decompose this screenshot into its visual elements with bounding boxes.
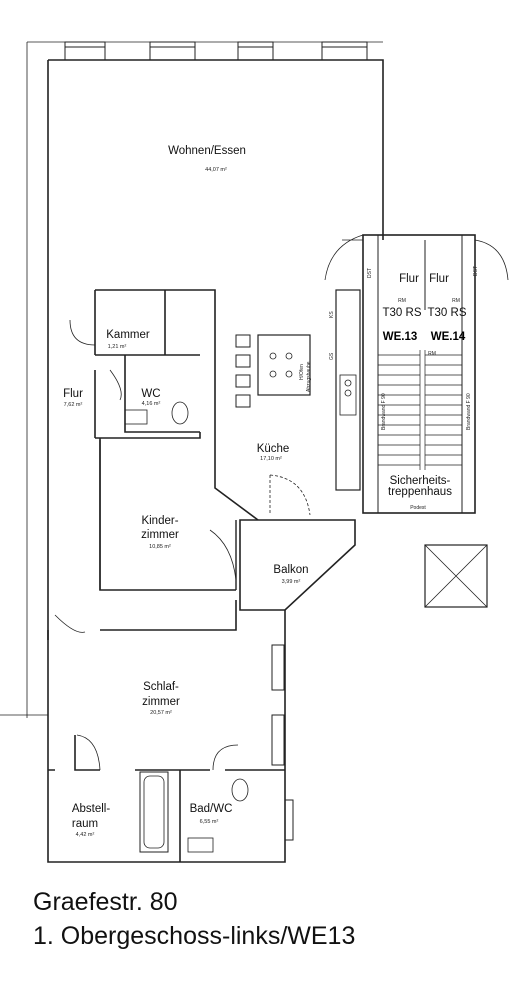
- stair-rm-right: RM: [452, 298, 460, 304]
- kitchen-counter: [335, 289, 361, 491]
- room-flur-name: Flur: [63, 388, 83, 400]
- kitchen-ks: KS: [329, 311, 335, 318]
- stair-door-left: [324, 234, 364, 281]
- stairwell-inner: [377, 235, 463, 513]
- room-kammer-area: 1,21 m²: [108, 344, 127, 350]
- room-kueche-area: 17,10 m²: [260, 456, 282, 462]
- wc-sink: [124, 409, 148, 425]
- stair-brandwand-right: Brandwand F 90: [466, 393, 472, 430]
- outside-platform: [424, 544, 488, 608]
- top-windows: [64, 41, 368, 61]
- stair-name-1: Sicherheits-: [390, 475, 451, 487]
- flur-door: [109, 369, 122, 401]
- kueche-door: [269, 474, 311, 516]
- room-bad-area: 6,55 m²: [200, 819, 219, 825]
- wc-divider: [124, 370, 200, 433]
- kitchen-oven: H/Ofen: [299, 364, 305, 380]
- footer-address: Graefestr. 80: [33, 888, 178, 916]
- stair-t30-right: T30 RS: [428, 307, 467, 319]
- bathtub: [139, 771, 169, 853]
- room-abstell-name-2: raum: [72, 818, 98, 830]
- stair-rm-left: RM: [398, 298, 406, 304]
- room-kinder-name-1: Kinder-: [141, 515, 178, 527]
- schlaf-door: [54, 614, 86, 633]
- stair-we-left: WE.13: [383, 331, 418, 343]
- bad-toilet: [231, 778, 249, 802]
- kammer-walls: [94, 289, 259, 521]
- stool-2: [235, 354, 251, 368]
- stool-1: [235, 334, 251, 348]
- schlaf-wall-top: [47, 600, 237, 640]
- room-schlaf-name-1: Schlaf-: [143, 681, 179, 693]
- stool-3: [235, 374, 251, 388]
- stair-name-2: treppenhaus: [388, 486, 452, 498]
- bad-window: [284, 799, 294, 841]
- stairwell-outer: [362, 234, 476, 514]
- outer-wall: [47, 60, 286, 863]
- flur-wc-walls: [94, 355, 236, 591]
- room-abstell-name-1: Abstell-: [72, 803, 111, 815]
- stair-flur-left: Flur: [399, 273, 419, 285]
- stair-t30-left: T30 RS: [383, 307, 422, 319]
- bad-sink: [187, 837, 214, 853]
- kinder-door: [209, 529, 237, 581]
- room-kueche-name: Küche: [257, 443, 290, 455]
- bad-door: [212, 744, 239, 771]
- stair-we-right: WE.14: [431, 331, 466, 343]
- stair-dst-right: DST: [473, 266, 479, 276]
- room-wc-area: 4,16 m²: [142, 401, 161, 407]
- room-flur-area: 7,62 m²: [64, 402, 83, 408]
- room-schlaf-area: 20,57 m²: [150, 710, 172, 716]
- footer-floor: 1. Obergeschoss-links/WE13: [33, 922, 356, 950]
- stair-podest: Podest: [410, 505, 426, 511]
- stair-flur-right: Flur: [429, 273, 449, 285]
- stair-steps: [378, 350, 462, 470]
- stair-door-right: [474, 239, 509, 281]
- room-bad-name: Bad/WC: [190, 803, 233, 815]
- schlaf-window-2: [271, 714, 285, 766]
- room-kammer-name: Kammer: [106, 329, 150, 341]
- abstell-wall: [48, 735, 210, 862]
- abstell-door: [76, 734, 101, 771]
- room-kinder-name-2: zimmer: [141, 529, 179, 541]
- kitchen-island: [257, 334, 311, 396]
- thin-left-edge: [26, 41, 383, 718]
- stair-brandwand-left: Brandwand F 90: [381, 393, 387, 430]
- room-wohnen-area: 44,07 m²: [205, 167, 227, 173]
- kammer-door: [69, 319, 96, 346]
- room-balkon-area: 3,99 m²: [282, 579, 301, 585]
- floor-plan: Wohnen/Essen 44,07 m² Kammer 1,21 m² Flu…: [0, 41, 509, 863]
- room-kinder-area: 10,85 m²: [149, 544, 171, 550]
- schlaf-window-1: [271, 644, 285, 691]
- room-schlaf-name-2: zimmer: [142, 696, 180, 708]
- stair-rm-center: RM: [428, 351, 436, 357]
- room-wc-name: WC: [141, 388, 160, 400]
- stool-4: [235, 394, 251, 408]
- room-balkon-name: Balkon: [273, 564, 308, 576]
- room-wohnen-name: Wohnen/Essen: [168, 145, 246, 157]
- wc-toilet: [171, 401, 189, 425]
- kitchen-hood: Abzugshaube: [306, 361, 312, 392]
- kitchen-gs: GS: [329, 352, 335, 360]
- stair-dst-left: DST: [367, 268, 373, 278]
- room-abstell-area: 4,42 m²: [76, 832, 95, 838]
